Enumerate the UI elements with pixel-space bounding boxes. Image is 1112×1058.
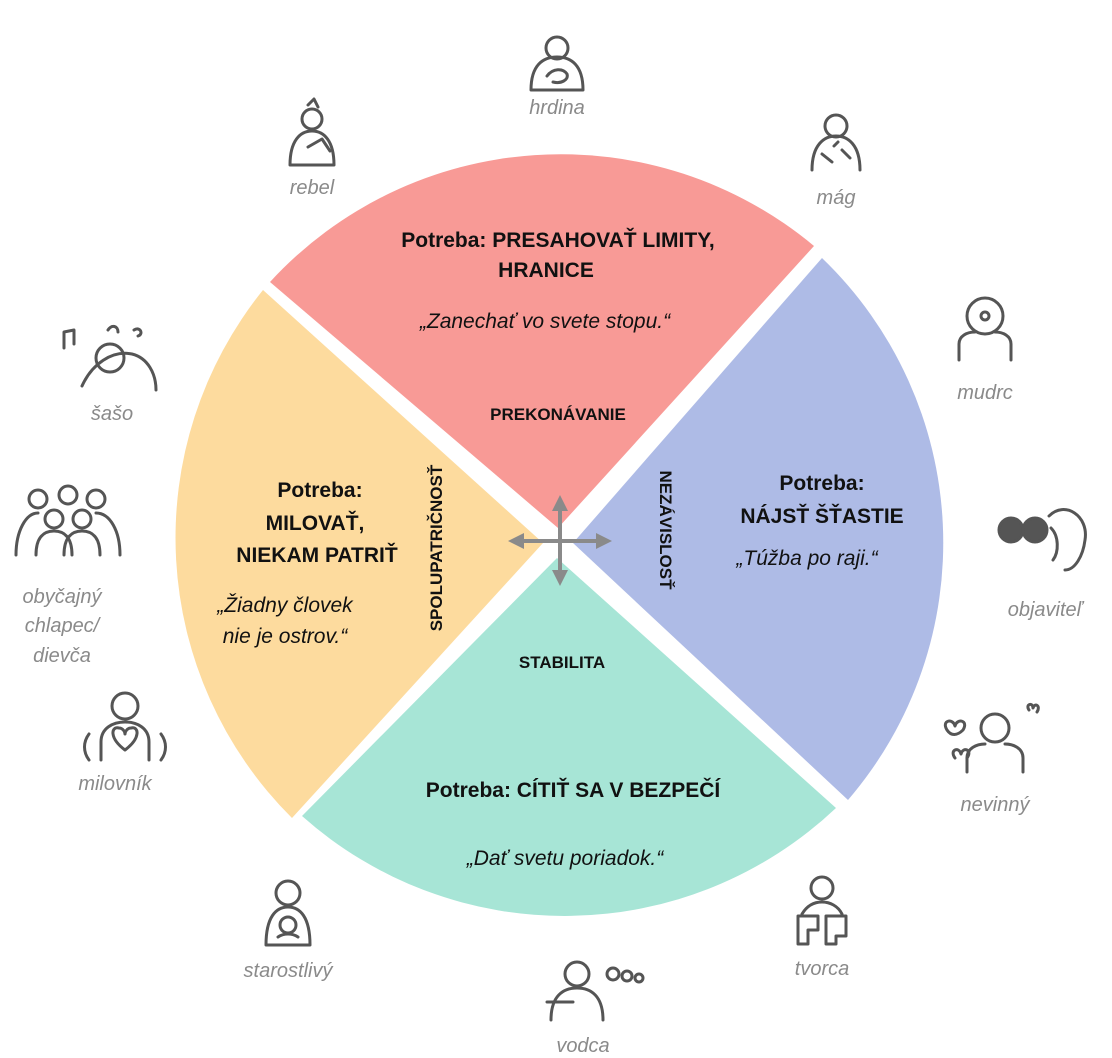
right-quote: „Túžba po raji.“ [735,547,878,570]
label-mudrc: mudrc [957,382,1013,404]
axis-label-top: PREKONÁVANIE [490,405,626,424]
label-obycajny-line3: dievča [33,645,91,667]
label-rebel: rebel [290,177,335,199]
creator-icon [796,875,848,946]
label-objavitel: objaviteľ [1008,599,1085,621]
left-need-line3: NIEKAM PATRIŤ [236,543,398,567]
left-need-line1: Potreba: [277,479,362,502]
innocent-butterfly-icon [943,702,1040,774]
label-mag: mág [817,187,856,209]
axis-label-bottom: STABILITA [519,653,605,672]
label-nevinny: nevinný [961,794,1031,816]
top-need-line1: Potreba: PRESAHOVAŤ LIMITY, [401,228,714,252]
bottom-need-line1: Potreba: CÍTIŤ SA V BEZPEČÍ [426,778,722,802]
top-quote: „Zanechať vo svete stopu.“ [419,310,671,333]
caregiver-icon [264,879,312,947]
center-cross-arrows [508,495,612,586]
rebel-icon [288,97,336,167]
right-need-line1: Potreba: [779,472,864,495]
label-tvorca: tvorca [795,958,849,980]
bottom-quote: „Dať svetu poriadok.“ [466,847,665,870]
label-obycajny-line1: obyčajný [23,586,103,608]
top-need-line2: HRANICE [498,259,594,282]
quadrant-right [573,258,944,800]
left-need-line2: MILOVAŤ, [266,511,365,535]
quadrant-top [270,154,814,528]
axis-label-right: NEZÁVISLOSŤ [656,470,675,590]
label-obycajny-line2: chlapec/ [25,615,102,637]
label-milovnik: milovník [78,773,152,795]
everyman-group-icon [14,484,122,557]
jester-icon [62,324,158,392]
sage-icon [957,296,1013,362]
right-need-line2: NÁJSŤ ŠŤASTIE [740,504,903,528]
label-starostlivy: starostlivý [244,960,334,982]
axis-label-left: SPOLUPATRIČNOSŤ [427,464,446,631]
left-quote-line2: nie je ostrov.“ [223,625,348,648]
magician-icon [810,113,862,172]
label-vodca: vodca [556,1035,609,1057]
quadrant-left [175,290,543,818]
label-hrdina: hrdina [529,97,585,119]
explorer-binoculars-icon [997,508,1087,572]
ruler-leader-icon [545,960,645,1022]
hero-icon [529,35,585,92]
quadrant-bottom [302,558,836,916]
wheel [175,154,944,916]
lover-heart-icon [83,691,167,762]
label-saso: šašo [91,403,133,425]
left-quote-line1: „Žiadny človek [216,594,354,617]
